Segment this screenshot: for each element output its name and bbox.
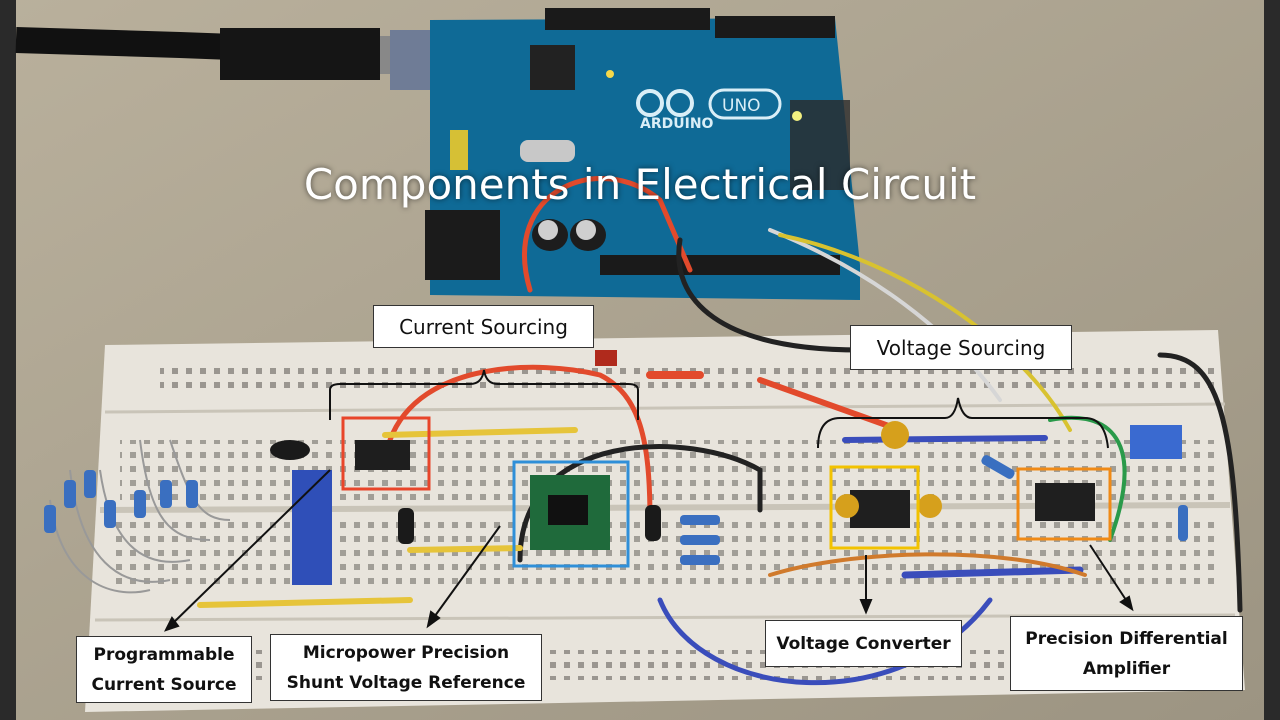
- components: [270, 350, 1182, 585]
- programmable-current-source-line2: Current Source: [91, 674, 237, 695]
- resistors: [44, 455, 1188, 565]
- programmable-current-source-label: Programmable Current Source: [76, 636, 252, 703]
- differential-amplifier-label: Precision Differential Amplifier: [1010, 616, 1243, 691]
- voltage-sourcing-label: Voltage Sourcing: [850, 325, 1072, 370]
- potentiometer: [292, 470, 332, 585]
- arduino-board: ARDUINO UNO: [425, 8, 860, 300]
- current-sourcing-label: Current Sourcing: [373, 305, 594, 348]
- shunt-voltage-reference-line2: Shunt Voltage Reference: [286, 672, 526, 693]
- differential-amplifier-line2: Amplifier: [1082, 658, 1171, 679]
- shunt-reference-highlight: [512, 460, 630, 568]
- video-title: Components in Electrical Circuit: [303, 160, 977, 209]
- current-sourcing-brace: [329, 369, 639, 420]
- differential-amplifier-highlight: [1016, 467, 1112, 541]
- callout-arrows: [164, 469, 1134, 632]
- uno-logo-text: UNO: [722, 96, 761, 116]
- voltage-converter-label: Voltage Converter: [765, 620, 962, 667]
- arduino-logo-text: ARDUINO: [640, 116, 714, 132]
- shunt-voltage-reference-label: Micropower Precision Shunt Voltage Refer…: [270, 634, 542, 701]
- voltage-sourcing-brace: [817, 397, 1109, 449]
- current-source-highlight: [341, 416, 431, 491]
- programmable-current-source-line1: Programmable: [93, 644, 235, 665]
- voltage-converter-highlight: [829, 465, 920, 550]
- shunt-voltage-reference-line1: Micropower Precision: [302, 642, 510, 663]
- differential-amplifier-line1: Precision Differential: [1025, 628, 1228, 649]
- voltage-sourcing-text: Voltage Sourcing: [876, 335, 1046, 360]
- voltage-converter-text: Voltage Converter: [776, 633, 951, 654]
- current-sourcing-text: Current Sourcing: [399, 314, 568, 339]
